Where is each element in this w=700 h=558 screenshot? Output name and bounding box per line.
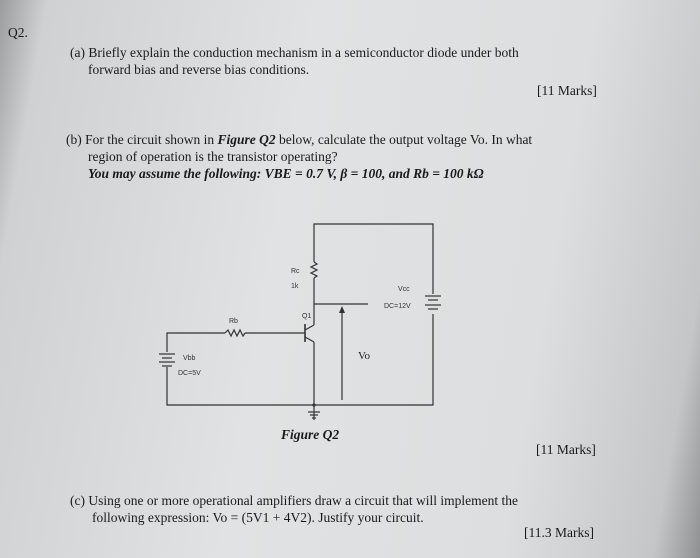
part-c-line2: following expression: Vo = (5V1 + 4V2). …: [92, 510, 424, 525]
figure-caption: Figure Q2: [281, 427, 340, 442]
figure-ref: Figure Q2: [217, 132, 276, 147]
vcc-value: DC=12V: [384, 303, 411, 310]
vcc-battery: [425, 295, 441, 310]
part-c-line1: (c) Using one or more operational amplif…: [70, 493, 518, 508]
part-b-marks: [11 Marks]: [536, 442, 596, 457]
rc-resistor: [309, 261, 319, 279]
rc-value: 1k: [291, 283, 299, 290]
ground-icon: [308, 411, 320, 419]
vo-label: Vo: [358, 350, 371, 362]
part-a-line1: (a) Briefly explain the conduction mecha…: [70, 45, 519, 60]
part-b-line2: region of operation is the transistor op…: [88, 149, 338, 164]
part-a-marks: [11 Marks]: [537, 83, 597, 98]
part-a-line2: forward bias and reverse bias conditions…: [88, 62, 310, 77]
vbb-label: Vbb: [183, 355, 196, 362]
question-number: Q2.: [8, 25, 28, 40]
vbb-value: DC=5V: [178, 370, 201, 377]
text: (b) For the circuit shown in: [66, 132, 218, 147]
part-c-marks: [11.3 Marks]: [524, 525, 594, 540]
rc-label: Rc: [291, 268, 300, 275]
q1-label: Q1: [302, 313, 311, 320]
vbb-battery: [159, 353, 175, 367]
part-b-line1: (b) For the circuit shown in Figure Q2 b…: [66, 131, 532, 148]
vcc-label: Vcc: [398, 286, 410, 293]
text: below, calculate the output voltage Vo. …: [275, 132, 533, 147]
rb-resistor: [224, 328, 246, 338]
rb-label: Rb: [229, 318, 238, 325]
part-b-assumptions: You may assume the following: VBE = 0.7 …: [88, 166, 484, 181]
